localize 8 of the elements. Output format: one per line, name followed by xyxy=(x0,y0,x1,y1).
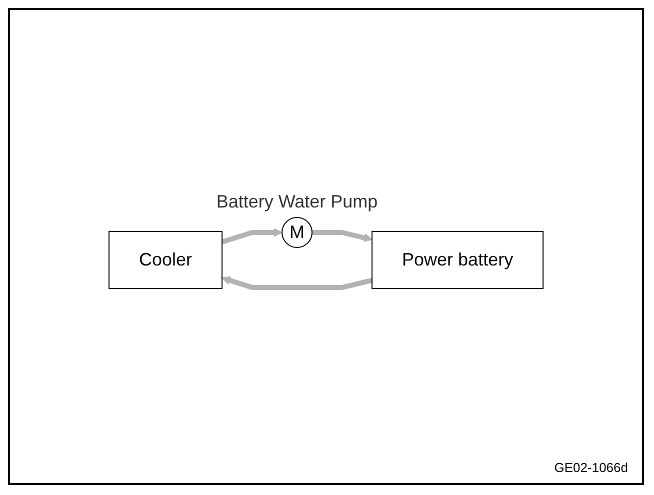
motor-circle: M xyxy=(282,216,312,248)
coolant-flow-arrow xyxy=(312,230,372,242)
coolant-flow-arrow xyxy=(222,276,373,290)
coolant-flow-arrow xyxy=(221,228,282,244)
component-box: Cooler xyxy=(108,230,222,289)
drawing-code: GE02-1066d xyxy=(554,460,628,475)
pump-label: Battery Water Pump xyxy=(216,191,378,212)
component-box: Power battery xyxy=(371,230,544,289)
